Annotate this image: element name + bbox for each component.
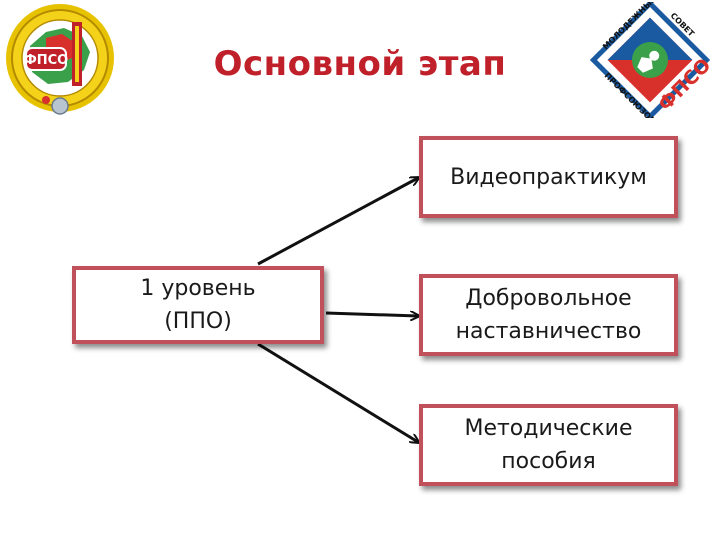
arrow-to-methodical-manuals [257, 342, 418, 442]
emblem-text: ФПСО [24, 53, 68, 68]
volunteer-mentoring-box: Добровольное наставничество [419, 274, 678, 356]
volunteer-mentoring-line2: наставничество [455, 319, 642, 344]
video-practicum-box: Видеопрактикум [419, 136, 678, 218]
video-practicum-label: Видеопрактикум [450, 164, 647, 190]
volunteer-mentoring-line1: Добровольное [465, 286, 632, 311]
level-1-line1: 1 уровень [140, 276, 256, 301]
level-1-box: 1 уровень (ППО) [72, 266, 324, 344]
arrow-to-volunteer-mentoring [325, 313, 418, 316]
methodical-manuals-line2: пособия [501, 449, 596, 474]
methodical-manuals-box: Методические пособия [419, 404, 678, 486]
fpso-emblem-logo: ФПСО [6, 4, 114, 115]
arrow-to-video-practicum [257, 178, 418, 266]
level-1-line2: (ППО) [164, 309, 232, 334]
slide-title: Основной этап [213, 44, 507, 84]
methodical-manuals-line1: Методические [464, 416, 633, 441]
youth-council-logo: МОЛОДЕЖНЫЙ СОВЕТ ПРОФСОЮЗОВ ФПСО [589, 2, 715, 118]
